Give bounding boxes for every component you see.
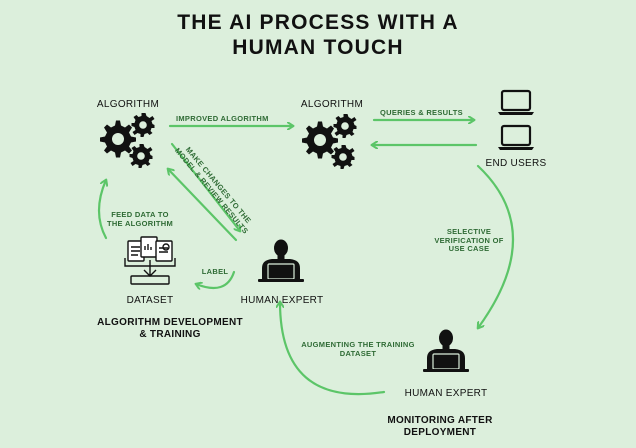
arrow-to-algorithm [168,169,238,242]
edge-label-feed-data: FEED DATA TO THE ALGORITHM [106,210,174,228]
human-expert-right-label: HUMAN EXPERT [404,388,488,399]
arrow-label [196,270,236,288]
edge-label-augmenting-dataset: AUGMENTING THE TRAINING DATASET [301,340,415,358]
person-at-laptop-icon-left [257,238,305,283]
laptop-icon-top [496,89,536,117]
edge-label-improved-algorithm: IMPROVED ALGORITHM [176,114,269,123]
dataset-label: DATASET [126,295,174,306]
section-algorithm-development: ALGORITHM DEVELOPMENT & TRAINING [97,317,243,340]
person-at-laptop-icon-right [422,328,470,373]
arrow-to-human-expert [170,142,240,231]
arrow-selective-verification [478,164,514,328]
gears-icon-right [302,114,357,169]
title-line-2: HUMAN TOUCH [232,36,404,59]
edge-label-selective-verification: SELECTIVE VERIFICATION OF USE CASE [434,227,504,253]
algorithm-left-label: ALGORITHM [96,99,160,110]
algorithm-right-label: ALGORITHM [300,99,364,110]
dataset-icon [124,236,176,285]
arrow-feed-data [97,180,106,240]
gears-icon-left [100,113,155,168]
arrow-augmenting-dataset [280,302,386,396]
diagram-title: THE AI PROCESS WITH A HUMAN TOUCH [0,10,636,60]
human-expert-left-label: HUMAN EXPERT [240,295,324,306]
laptop-icon-bottom [496,124,536,152]
section-monitoring: MONITORING AFTER DEPLOYMENT [387,415,493,438]
edge-label-queries-results: QUERIES & RESULTS [380,108,463,117]
diagram-arrows [97,120,514,396]
title-line-1: THE AI PROCESS WITH A [177,11,459,34]
edge-label-label: LABEL [201,267,229,276]
end-users-label: END USERS [485,158,547,169]
